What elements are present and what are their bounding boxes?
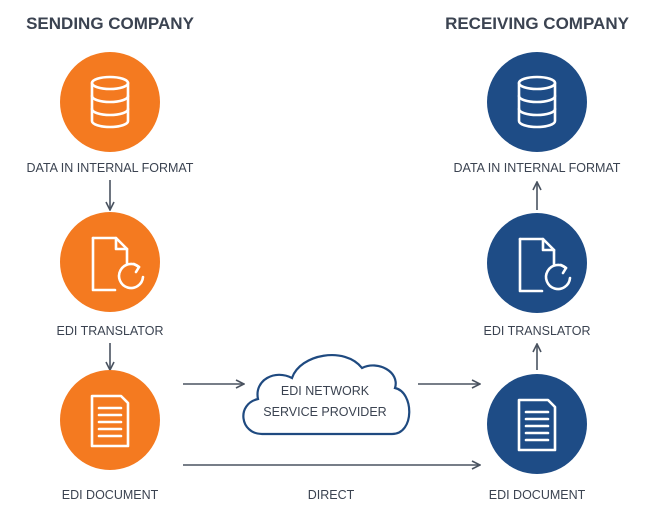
sending-document-circle (60, 370, 160, 470)
sending-translator-label: EDI TRANSLATOR (57, 324, 164, 338)
receiving-data-label: DATA IN INTERNAL FORMAT (454, 161, 621, 175)
network-label-line1: EDI NETWORK (281, 384, 370, 398)
sending-data-label: DATA IN INTERNAL FORMAT (27, 161, 194, 175)
sending-translator-circle (60, 212, 160, 312)
receiving-company-heading: RECEIVING COMPANY (445, 14, 630, 33)
sending-translator-node (60, 212, 160, 312)
text-document-icon (517, 398, 557, 452)
sending-document-node (60, 370, 160, 470)
direct-label: DIRECT (308, 488, 355, 502)
receiving-document-circle (487, 374, 587, 474)
receiving-translator-circle (487, 213, 587, 313)
document-refresh-icon (91, 236, 145, 292)
sending-data-node (60, 52, 160, 152)
database-icon (517, 75, 557, 129)
receiving-translator-node (487, 213, 587, 313)
network-label-line2: SERVICE PROVIDER (263, 405, 386, 419)
document-refresh-icon (518, 237, 572, 293)
database-icon (90, 75, 130, 129)
receiving-document-node (487, 374, 587, 474)
sending-document-label: EDI DOCUMENT (62, 488, 159, 502)
receiving-translator-label: EDI TRANSLATOR (484, 324, 591, 338)
receiving-data-node (487, 52, 587, 152)
text-document-icon (90, 394, 130, 448)
receiving-document-label: EDI DOCUMENT (489, 488, 586, 502)
cloud-icon (242, 354, 411, 436)
sending-company-heading: SENDING COMPANY (26, 14, 194, 33)
network-cloud: EDI NETWORK SERVICE PROVIDER (242, 354, 411, 436)
